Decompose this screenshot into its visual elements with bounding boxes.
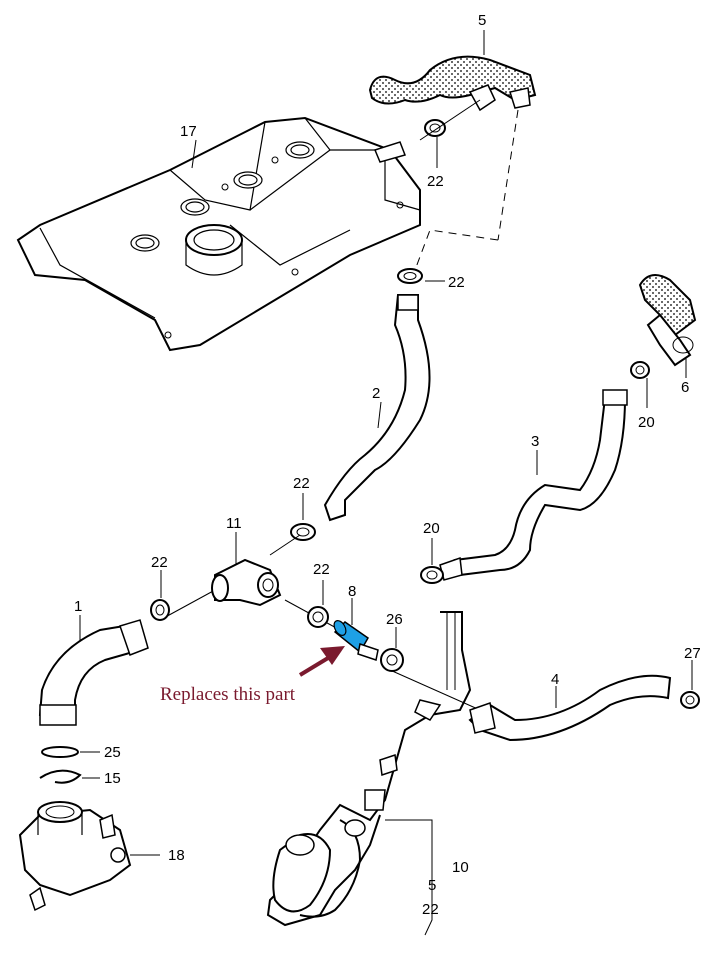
- label-27: 27: [684, 645, 701, 662]
- callout-arrow: [298, 646, 345, 677]
- label-8: 8: [348, 583, 356, 600]
- clamp-part-20-right: [630, 361, 650, 379]
- breather-hose-part-5: [368, 55, 537, 112]
- hose-assembly-part-10: [266, 611, 472, 927]
- leader-dashed-lines: [414, 109, 519, 271]
- label-22-bottom: 22: [422, 901, 439, 918]
- clamp-part-22-top: [424, 119, 446, 137]
- clamp-part-22-near-8: [307, 606, 329, 628]
- label-26: 26: [386, 611, 403, 628]
- clamp-part-26: [380, 648, 404, 672]
- label-11: 11: [226, 515, 242, 532]
- t-connector-part-11: [211, 558, 282, 607]
- label-1: 1: [74, 598, 82, 615]
- label-5-bottom: 5: [428, 877, 436, 894]
- clamp-part-22-mid: [290, 523, 316, 541]
- label-22-a: 22: [427, 173, 444, 190]
- label-15: 15: [104, 770, 121, 787]
- replaces-this-part-callout: Replaces this part: [160, 684, 296, 705]
- label-3: 3: [531, 433, 539, 450]
- label-22-d: 22: [151, 554, 168, 571]
- label-17: 17: [180, 123, 197, 140]
- label-22-c: 22: [293, 475, 310, 492]
- hose-part-2: [323, 294, 431, 522]
- elbow-hose-part-1: [38, 619, 149, 726]
- part-number-labels: 5 17 22 22 2 6 20 3 22 11 22 22 8 26 20 …: [74, 12, 701, 918]
- label-2: 2: [372, 385, 380, 402]
- clamp-part-22-second: [397, 268, 423, 284]
- hose-part-6: [638, 274, 697, 367]
- label-22-b: 22: [448, 274, 465, 291]
- label-5-top: 5: [478, 12, 486, 29]
- hose-part-4: [468, 674, 672, 742]
- clamp-part-27: [680, 691, 700, 709]
- label-4: 4: [551, 671, 559, 688]
- label-6: 6: [681, 379, 689, 396]
- check-valve-part-8-highlighted: [333, 620, 379, 661]
- label-20-b: 20: [423, 520, 440, 537]
- hose-part-3: [439, 389, 628, 581]
- label-18: 18: [168, 847, 185, 864]
- label-20-a: 20: [638, 414, 655, 431]
- leader-lines: [79, 30, 693, 936]
- o-ring-part-25: [41, 746, 79, 758]
- label-25: 25: [104, 744, 121, 761]
- clamp-part-20-left: [420, 566, 444, 584]
- flange-housing-part-18: [18, 801, 132, 912]
- circlip-part-15: [39, 769, 82, 784]
- label-22-e: 22: [313, 561, 330, 578]
- assembly-axis-lines: [159, 99, 481, 711]
- clamp-part-22-left: [150, 599, 170, 621]
- valve-cover-part-17: [16, 116, 421, 352]
- label-10: 10: [452, 859, 469, 876]
